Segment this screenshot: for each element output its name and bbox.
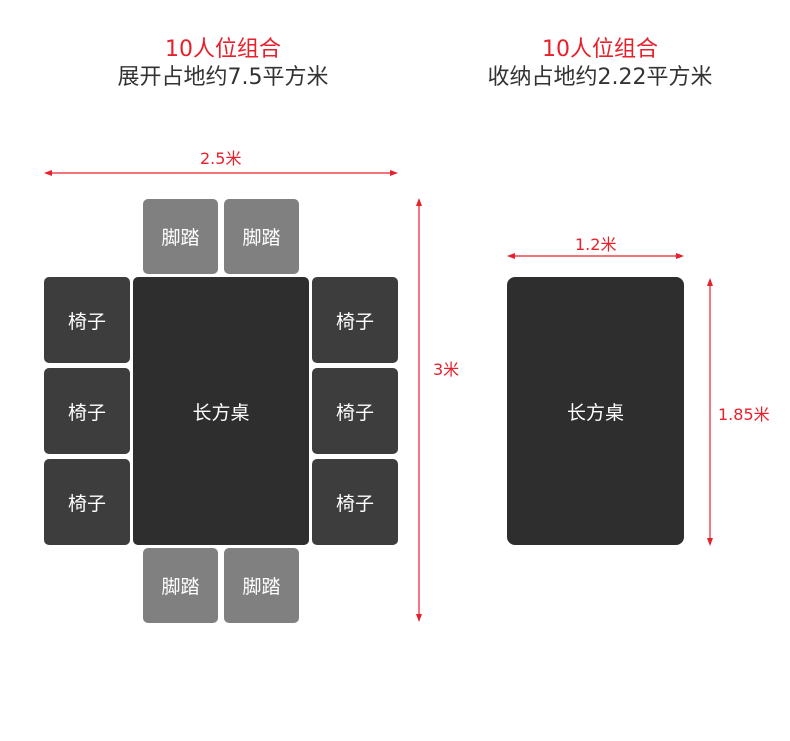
expanded-subtitle: 展开占地约7.5平方米 — [117, 65, 329, 90]
chair-right-2: 椅子 — [312, 368, 398, 454]
stool-bottom-1: 脚踏 — [143, 548, 218, 623]
height-label-stored: 1.85米 — [718, 405, 770, 424]
long-table-stored: 长方桌 — [507, 277, 684, 545]
width-label-expanded: 2.5米 — [200, 149, 242, 168]
chair-right-3: 椅子 — [312, 459, 398, 545]
expanded-title-block: 10人位组合 展开占地约7.5平方米 — [73, 36, 373, 92]
width-label-stored: 1.2米 — [575, 235, 617, 254]
stored-title-block: 10人位组合 收纳占地约2.22平方米 — [450, 36, 750, 92]
stored-subtitle: 收纳占地约2.22平方米 — [487, 65, 713, 90]
stool-bottom-2: 脚踏 — [224, 548, 299, 623]
stored-title: 10人位组合 — [542, 37, 658, 62]
chair-left-2: 椅子 — [44, 368, 130, 454]
expanded-title: 10人位组合 — [165, 37, 281, 62]
chair-left-3: 椅子 — [44, 459, 130, 545]
long-table-expanded: 长方桌 — [133, 277, 309, 545]
stool-top-2: 脚踏 — [224, 199, 299, 274]
stool-top-1: 脚踏 — [143, 199, 218, 274]
height-label-expanded: 3米 — [433, 360, 460, 379]
chair-left-1: 椅子 — [44, 277, 130, 363]
chair-right-1: 椅子 — [312, 277, 398, 363]
